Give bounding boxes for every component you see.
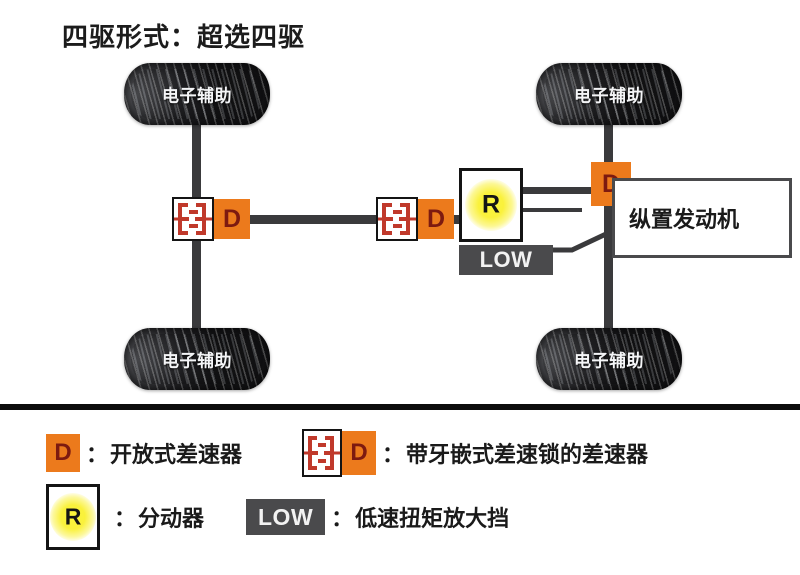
legend-colon: ： [382,442,405,467]
locking-differential-icon [302,429,342,477]
low-range-badge: LOW [459,245,553,275]
legend-colon: ： [86,442,109,467]
tire-label: 电子辅助 [162,351,232,371]
transfer-case-glow [50,493,96,541]
legend-item-low-range: LOW ： 低速扭矩放大挡 [246,486,509,548]
legend-label: 分动器 [138,506,205,531]
front-differential: D [214,199,250,239]
drivetrain-diagram: 电子辅助 电子辅助 电子辅助 电子辅助 D [124,63,792,390]
center-differential-lock-icon [376,197,418,241]
section-divider [0,404,800,410]
low-range-icon: LOW [246,499,326,535]
locking-differential-d-icon: D [342,431,376,475]
legend-colon: ： [114,506,137,531]
legend-item-open-differential: D ： 开放式差速器 [46,422,242,484]
propeller-shaft-front [245,215,385,224]
transfer-case: R [459,168,523,242]
tire-rear-right: 电子辅助 [536,328,682,390]
tire-front-right: 电子辅助 [536,63,682,125]
tire-label: 电子辅助 [574,86,644,106]
engine-box: 纵置发动机 [612,178,792,258]
tire-rear-left: 电子辅助 [124,328,270,390]
engine-label: 纵置发动机 [629,207,740,232]
tire-front-left: 电子辅助 [124,63,270,125]
legend-item-locking-differential: D ： 带牙嵌式差速锁的差速器 [302,422,648,484]
legend: D ： 开放式差速器 D ： 带 [0,414,800,575]
legend-label: 开放式差速器 [110,442,243,467]
transfer-to-rear-diff-upper [520,187,610,194]
transfer-to-rear-diff-lower [520,208,582,212]
transfer-case-glow [465,179,517,231]
tire-label: 电子辅助 [574,351,644,371]
transfer-case-letter: R [64,503,82,530]
legend-item-transfer-case: R ： 分动器 [46,484,205,550]
legend-label: 带牙嵌式差速锁的差速器 [406,442,649,467]
transfer-case-label: R [481,190,501,219]
legend-label: 低速扭矩放大挡 [355,506,510,531]
rear-axle-shaft [604,108,613,338]
legend-colon: ： [331,506,354,531]
legend-row: D ： 开放式差速器 D ： 带 [0,422,800,484]
front-differential-lock-icon [172,197,214,241]
open-differential-icon: D [46,434,80,472]
center-differential: D [418,199,454,239]
page-title: 四驱形式：超选四驱 [62,22,306,52]
transfer-case-icon: R [46,484,100,550]
tire-label: 电子辅助 [162,86,232,106]
legend-row: R ： 分动器 LOW ： 低速扭矩放大挡 [0,484,800,550]
